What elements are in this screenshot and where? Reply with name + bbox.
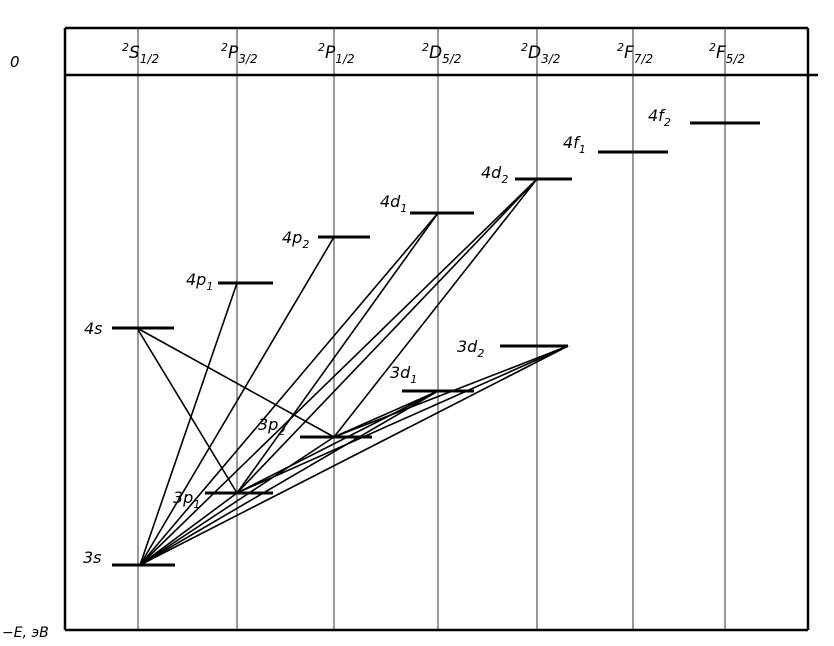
transition-3p1-3d1 [236,390,439,494]
transition-3p2-4d2 [333,178,538,438]
transition-3s-4p2 [139,236,335,566]
energy-axis-label: −E, эВ [2,625,49,641]
column-label-P12: 2P1/2 [318,41,355,66]
level-label-3p1: 3p1 [173,488,200,511]
transition-4s-3p2 [136,327,335,438]
diagram-labels: 0 −E, эВ 2S1/2 2P3/2 2P1/2 2D5/2 2D3/2 2F7/2 2… [2,41,745,641]
energy-levels [112,121,760,567]
column-label-D32: 2D3/2 [521,41,560,66]
level-label-4p1: 4p1 [186,270,213,293]
transition-lines [136,178,569,566]
transition-3s-4p1 [139,282,238,566]
column-label-F52: 2F5/2 [709,41,745,66]
level-label-4f1: 4f1 [563,133,586,156]
level-label-4p2: 4p2 [282,228,309,251]
diagram-frame [63,26,818,632]
level-label-3d1: 3d1 [390,363,417,386]
transition-4s-3p1 [136,327,238,494]
transition-3s-3d1 [139,390,439,566]
zero-energy-label: 0 [10,53,20,71]
transition-3s-3d2 [139,345,569,566]
transition-3s-4d2 [139,178,538,566]
transition-3p1-3d2 [236,345,569,494]
level-label-3d2: 3d2 [457,337,484,360]
level-label-3s: 3s [83,548,102,567]
column-label-D52: 2D5/2 [422,41,461,66]
transition-3p1-4d1 [236,212,439,494]
column-label-F72: 2F7/2 [617,41,653,66]
level-label-4f2: 4f2 [648,106,671,129]
column-label-S12: 2S1/2 [122,41,159,66]
level-label-4d1: 4d1 [380,192,407,215]
transition-3s-4d1 [139,212,439,566]
column-grid-lines [137,28,726,630]
level-label-4d2: 4d2 [481,163,508,186]
level-label-4s: 4s [84,319,103,338]
transition-3p1-4d2 [236,178,538,494]
transition-3p2-3d1 [333,390,439,438]
transition-3s-3p2 [139,436,335,566]
transition-3s-3p1 [139,492,238,566]
column-label-P32: 2P3/2 [221,41,258,66]
level-label-3p2: 3p2 [258,415,285,438]
